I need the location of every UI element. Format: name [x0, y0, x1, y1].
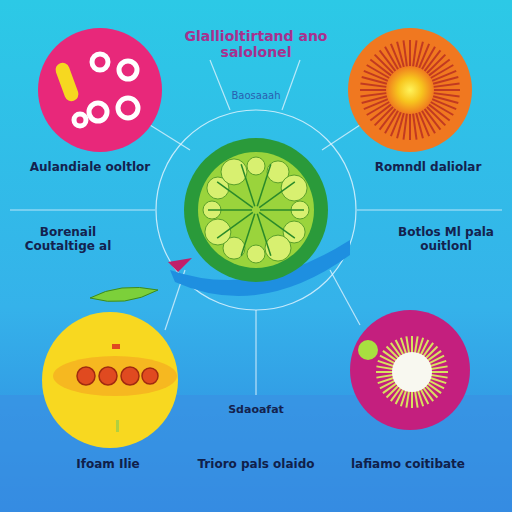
magenta-circle	[38, 28, 162, 152]
ray	[362, 77, 389, 84]
outer-ring	[156, 110, 356, 310]
ray	[411, 336, 413, 354]
ray	[431, 96, 458, 103]
ray	[430, 366, 448, 369]
label: Borenail Coutaltige al	[3, 226, 133, 254]
ray	[411, 390, 413, 408]
yellow-circle	[42, 312, 178, 448]
ray	[415, 390, 418, 408]
sub-heading: Baosaaah	[196, 90, 316, 102]
ring-cells	[74, 54, 138, 126]
title: Glallioltirtand ano salolonel	[171, 28, 341, 60]
ray	[429, 361, 446, 367]
cell-blob	[247, 157, 265, 175]
speck	[112, 344, 120, 349]
ray	[409, 112, 411, 140]
ray	[415, 336, 418, 354]
ray	[406, 390, 409, 408]
label: Ifoam Ilie	[48, 458, 168, 472]
ray	[391, 44, 402, 70]
ray	[376, 371, 394, 373]
ray	[403, 40, 407, 68]
red-cells	[77, 367, 158, 385]
label: Trioro pals olaido	[176, 458, 336, 472]
ray	[376, 375, 394, 378]
ray	[378, 378, 395, 384]
sun-rays	[360, 40, 460, 140]
ray	[360, 93, 388, 97]
orange-circle	[348, 28, 472, 152]
label: Sdaoafat	[196, 404, 316, 417]
ray	[413, 112, 417, 140]
label: Romndl daliolar	[353, 161, 503, 175]
cell-spokes	[208, 164, 304, 255]
ray	[217, 212, 253, 238]
center-circle	[184, 138, 328, 282]
arrow-tip	[168, 258, 192, 272]
ray	[432, 83, 460, 87]
ray	[360, 89, 388, 91]
ray	[432, 89, 460, 91]
ray	[208, 209, 252, 211]
ray	[241, 164, 255, 206]
yellow-band	[53, 356, 177, 396]
burst-rays	[376, 336, 448, 408]
ray	[418, 389, 424, 406]
ray	[409, 40, 411, 68]
green-dot	[358, 340, 378, 360]
ray	[259, 182, 295, 208]
leaf	[90, 287, 158, 301]
ray	[416, 42, 423, 69]
ray	[397, 111, 404, 138]
ray	[430, 71, 456, 82]
ray	[430, 371, 448, 373]
ray	[364, 98, 390, 109]
ray	[430, 375, 448, 378]
cell-blob	[247, 245, 265, 263]
label: Aulandiale ooltlor	[10, 161, 170, 175]
speck	[116, 420, 119, 432]
burst-core	[392, 352, 432, 392]
ray	[260, 209, 304, 211]
ray	[257, 214, 271, 256]
capsule	[54, 61, 81, 103]
magenta-circle	[350, 310, 470, 430]
label: lafiamo coitibate	[328, 458, 488, 472]
sun-core	[386, 66, 434, 114]
cell-blobs	[203, 157, 309, 263]
ray	[376, 366, 394, 369]
ray	[406, 336, 409, 354]
label: Botlos Ml pala ouitlonl	[386, 226, 506, 254]
ray	[401, 338, 407, 355]
center-inner	[198, 152, 314, 268]
ray	[418, 110, 429, 136]
